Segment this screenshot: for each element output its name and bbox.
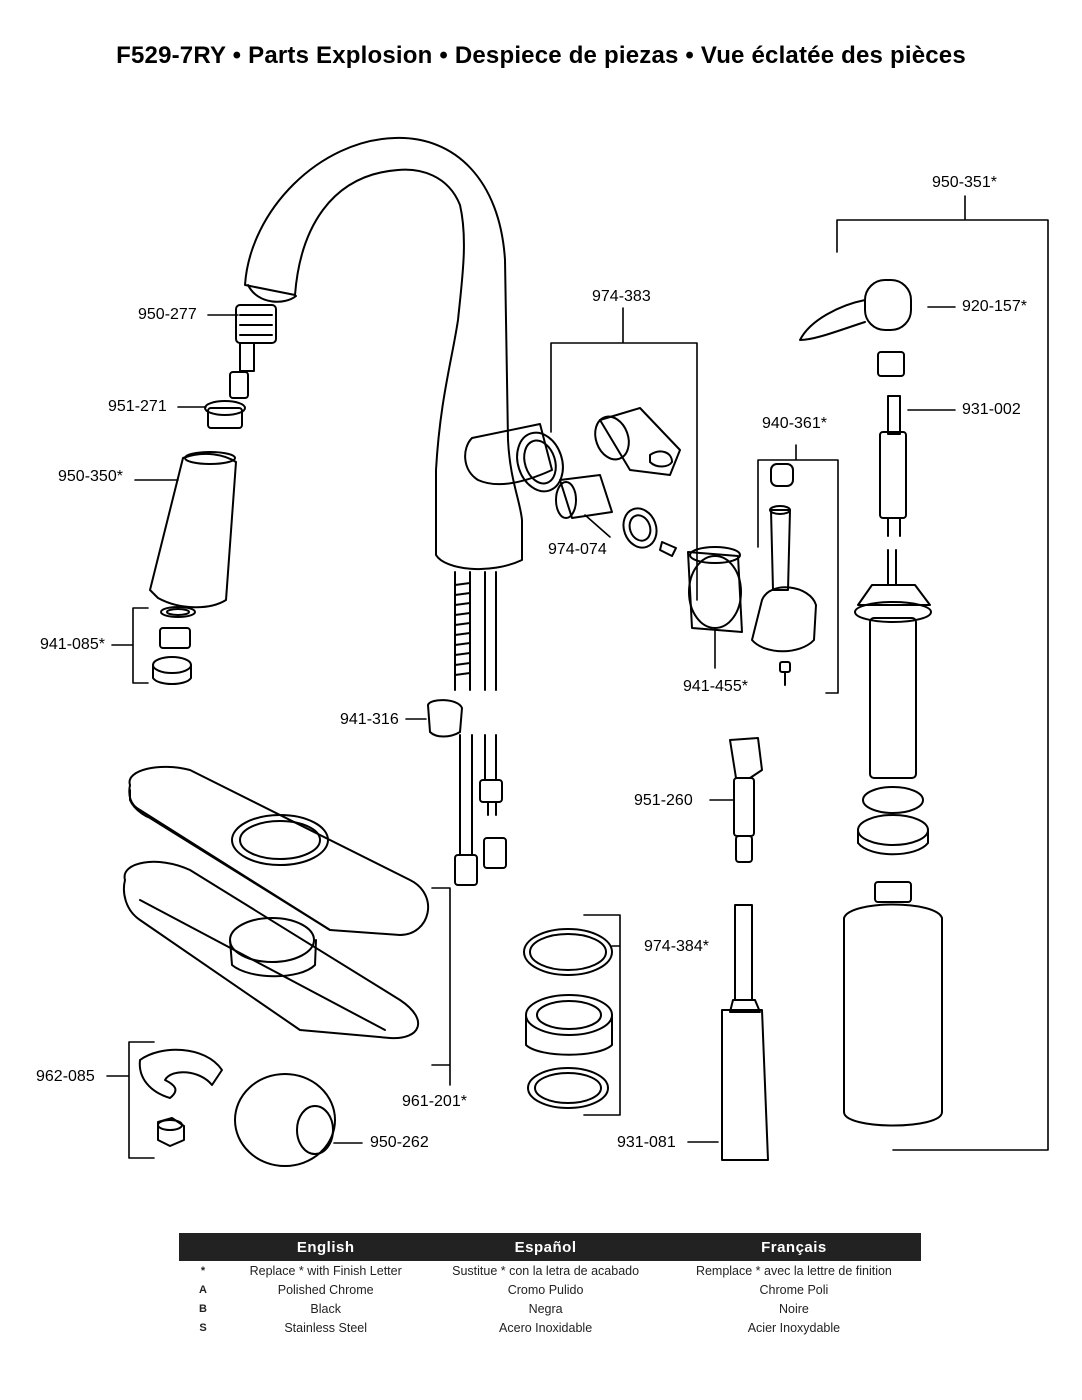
clip-drawing bbox=[427, 699, 463, 738]
part-label-951-271: 951-271 bbox=[108, 398, 167, 415]
legend-english: Black bbox=[310, 1301, 341, 1316]
part-label-950-351: 950-351* bbox=[932, 174, 997, 191]
legend-spanish: Cromo Pulido bbox=[507, 1282, 584, 1297]
soap-dispenser-drawing bbox=[799, 279, 943, 1127]
part-label-961-201: 961-201* bbox=[402, 1093, 467, 1110]
legend-french: Noire bbox=[778, 1301, 809, 1316]
legend-key: B bbox=[199, 1302, 207, 1315]
part-label-962-085: 962-085 bbox=[36, 1068, 95, 1085]
legend-key: * bbox=[200, 1264, 206, 1277]
part-label-941-085: 941-085* bbox=[40, 636, 105, 653]
legend-french: Remplace * avec la lettre de finition bbox=[695, 1263, 892, 1278]
shank-drawing bbox=[721, 737, 769, 1161]
legend-row: S Stainless Steel Acero Inoxidable Acier… bbox=[179, 1318, 921, 1337]
legend-key: A bbox=[199, 1283, 207, 1296]
legend-spanish: Acero Inoxidable bbox=[499, 1320, 593, 1335]
part-label-950-350: 950-350* bbox=[58, 468, 123, 485]
legend-header-francais: Français bbox=[666, 1233, 921, 1261]
legend-row: * Replace * with Finish Letter Sustitue … bbox=[179, 1261, 921, 1280]
legend-row: B Black Negra Noire bbox=[179, 1299, 921, 1318]
legend-spanish: Negra bbox=[528, 1301, 563, 1316]
part-label-931-081: 931-081 bbox=[617, 1134, 676, 1151]
part-label-974-074: 974-074 bbox=[548, 541, 607, 558]
part-label-950-262: 950-262 bbox=[370, 1134, 429, 1151]
part-label-940-361: 940-361* bbox=[762, 415, 827, 432]
legend-key: S bbox=[199, 1321, 207, 1334]
legend-french: Acier Inoxydable bbox=[747, 1320, 841, 1335]
part-label-974-383: 974-383 bbox=[592, 288, 651, 305]
part-label-941-316: 941-316 bbox=[340, 711, 399, 728]
part-label-931-002: 931-002 bbox=[962, 401, 1021, 418]
part-label-951-260: 951-260 bbox=[634, 792, 693, 809]
part-label-920-157: 920-157* bbox=[962, 298, 1027, 315]
callout-lines bbox=[106, 195, 1049, 1159]
legend-french: Chrome Poli bbox=[759, 1282, 829, 1297]
legend-spanish: Sustitue * con la letra de acabado bbox=[452, 1263, 640, 1278]
legend-english: Replace * with Finish Letter bbox=[249, 1263, 402, 1278]
spray-head-parts-drawing bbox=[149, 304, 277, 685]
finish-legend-table: English Español Français * Replace * wit… bbox=[179, 1233, 921, 1337]
mounting-hardware-drawing bbox=[138, 1048, 336, 1167]
legend-english: Polished Chrome bbox=[277, 1282, 374, 1297]
mounting-ring-drawing bbox=[523, 928, 613, 1109]
part-label-950-277: 950-277 bbox=[138, 306, 197, 323]
part-label-941-455: 941-455* bbox=[683, 678, 748, 695]
parts-explosion-diagram bbox=[106, 136, 1049, 1167]
faucet-body-drawing bbox=[244, 136, 564, 886]
deck-plate-drawing bbox=[122, 765, 429, 1040]
legend-row: A Polished Chrome Cromo Pulido Chrome Po… bbox=[179, 1280, 921, 1299]
legend-header-espanol: Español bbox=[424, 1233, 667, 1261]
page-title: F529-7RY • Parts Explosion • Despiece de… bbox=[116, 42, 966, 69]
legend-header-key bbox=[179, 1233, 227, 1261]
cartridge-handle-drawing bbox=[555, 407, 817, 686]
legend-header-english: English bbox=[227, 1233, 425, 1261]
legend-english: Stainless Steel bbox=[284, 1320, 368, 1335]
legend-header-row: English Español Français bbox=[179, 1233, 921, 1261]
part-label-974-384: 974-384* bbox=[644, 938, 709, 955]
